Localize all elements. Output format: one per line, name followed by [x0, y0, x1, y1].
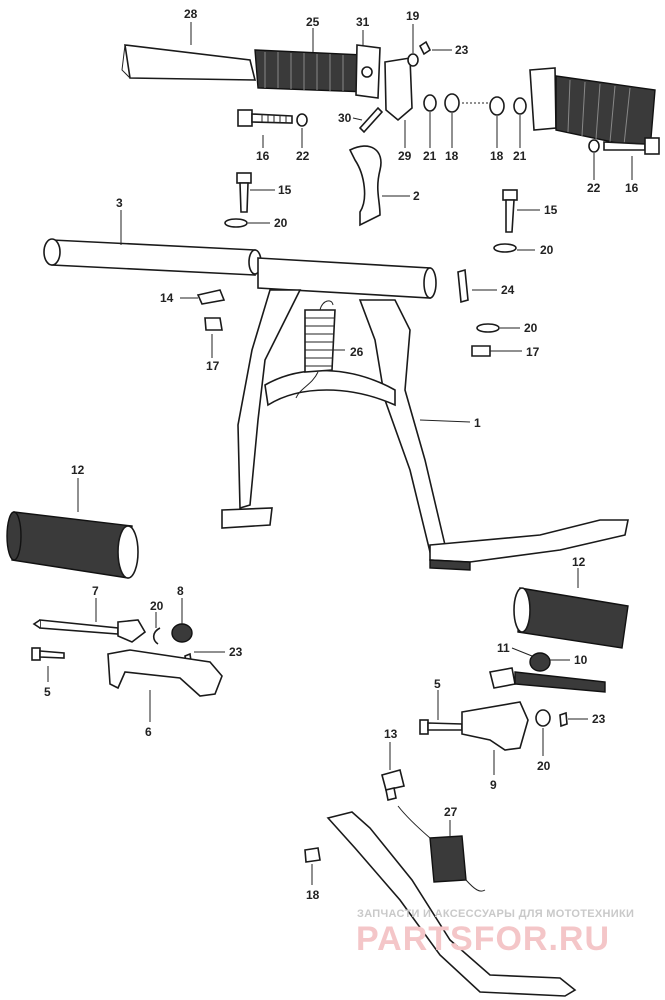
callout-23-left: 23: [229, 645, 243, 659]
nut-17-left: [204, 317, 223, 331]
callout-10: 10: [574, 653, 588, 667]
bracket-plate-2: [348, 145, 382, 227]
main-stand-1: [221, 257, 629, 571]
callout-7: 7: [92, 584, 99, 598]
leader-lines: [47, 22, 633, 885]
callout-20-left: 20: [274, 216, 288, 230]
bolt-16-right: [603, 137, 660, 155]
rear-footpeg-bar-10: [489, 667, 606, 693]
washer-19: [407, 53, 419, 67]
callout-22-left: 22: [296, 149, 310, 163]
pin-30: [358, 106, 384, 134]
cotter-pin-24: [457, 268, 469, 304]
washer-20-stand: [476, 323, 500, 333]
callout-21-left: 21: [423, 149, 437, 163]
bolt-13: [381, 769, 405, 801]
callout-23-right: 23: [592, 712, 606, 726]
left-footpeg-bar: [121, 44, 257, 81]
callout-20-left-peg: 20: [150, 599, 164, 613]
washer-20-left: [224, 218, 248, 228]
callout-9: 9: [490, 778, 497, 792]
washer-20-left-peg: [152, 627, 161, 645]
callout-5-right: 5: [434, 677, 441, 691]
callout-12-right: 12: [572, 555, 586, 569]
callout-17-right: 17: [526, 345, 540, 359]
nut-18-right: [489, 96, 505, 116]
callout-20-right: 20: [540, 243, 554, 257]
footpeg-bracket-left: [384, 57, 413, 122]
spring-8: [171, 623, 193, 643]
callout-15-right: 15: [544, 203, 558, 217]
rear-footpeg-rubber-12-left: [6, 511, 139, 579]
callout-18-left: 18: [445, 149, 459, 163]
cotter-pin-23-top: [418, 40, 432, 56]
callout-19: 19: [406, 9, 420, 23]
callout-2: 2: [413, 189, 420, 203]
rear-footpeg-rubber-12-right: [513, 587, 629, 649]
watermark-brand: PARTSFOR.RU: [356, 920, 610, 958]
callout-21-right: 21: [513, 149, 527, 163]
callout-16-right: 16: [625, 181, 639, 195]
callout-25: 25: [306, 15, 320, 29]
washer-22-left: [296, 113, 308, 127]
spring-11: [529, 652, 551, 672]
nut-18-left: [444, 93, 460, 113]
bolt-15-left: [236, 172, 252, 213]
pin-5-right: [419, 719, 463, 735]
right-footpeg: [529, 67, 656, 151]
watermark-tagline: ЗАПЧАСТИ И АКСЕССУАРЫ ДЛЯ МОТОТЕХНИКИ: [357, 908, 634, 920]
callout-27: 27: [444, 805, 458, 819]
washer-20-right: [493, 243, 517, 253]
callout-29: 29: [398, 149, 412, 163]
side-stand: [326, 811, 577, 997]
footpeg-bracket-9: [461, 701, 529, 751]
rear-footpeg-bar-7: [32, 619, 147, 643]
callout-15-left: 15: [278, 183, 292, 197]
stand-spring-26: [295, 300, 336, 399]
washer-21-right: [513, 97, 527, 115]
callout-20-right-peg: 20: [537, 759, 551, 773]
callout-13: 13: [384, 727, 398, 741]
callout-23-top: 23: [455, 43, 469, 57]
bolt-16-left: [237, 109, 293, 127]
callout-8: 8: [177, 584, 184, 598]
washer-22-right: [588, 139, 600, 153]
washer-21-left: [423, 94, 437, 112]
callout-28: 28: [184, 7, 198, 21]
pivot-shaft-3: [43, 238, 262, 276]
callout-14: 14: [160, 291, 174, 305]
callout-20-stand: 20: [524, 321, 538, 335]
callout-1: 1: [474, 416, 481, 430]
callout-5-left: 5: [44, 685, 51, 699]
left-footpeg-rubber: [254, 49, 369, 93]
rubber-retainer-plate: [355, 44, 381, 99]
callout-30: 30: [338, 111, 352, 125]
callout-31: 31: [356, 15, 370, 29]
washer-20-right-peg: [535, 709, 551, 727]
cotter-pin-23-right: [559, 711, 568, 728]
footpeg-bracket-6: [107, 649, 223, 697]
clip-14: [196, 289, 226, 305]
nut-18-bottom: [304, 847, 321, 863]
nut-17-right: [471, 345, 491, 357]
callout-11: 11: [497, 641, 510, 655]
callout-labels: 28 25 31 19 23 30 16 22 29 21 18 18 21 2…: [44, 7, 639, 902]
callout-6: 6: [145, 725, 152, 739]
callout-18-bottom: 18: [306, 888, 320, 902]
bolt-15-right: [502, 189, 518, 233]
callout-12-left: 12: [71, 463, 85, 477]
pin-5-left: [31, 647, 65, 661]
callout-18-right: 18: [490, 149, 504, 163]
callout-17-left: 17: [206, 359, 220, 373]
callout-16-left: 16: [256, 149, 270, 163]
callout-24: 24: [501, 283, 515, 297]
side-stand-spring-27: [397, 805, 486, 892]
callout-3: 3: [116, 196, 123, 210]
callout-26: 26: [350, 345, 364, 359]
watermark: ЗАПЧАСТИ И АКСЕССУАРЫ ДЛЯ МОТОТЕХНИКИ PA…: [356, 908, 634, 958]
callout-22-right: 22: [587, 181, 601, 195]
